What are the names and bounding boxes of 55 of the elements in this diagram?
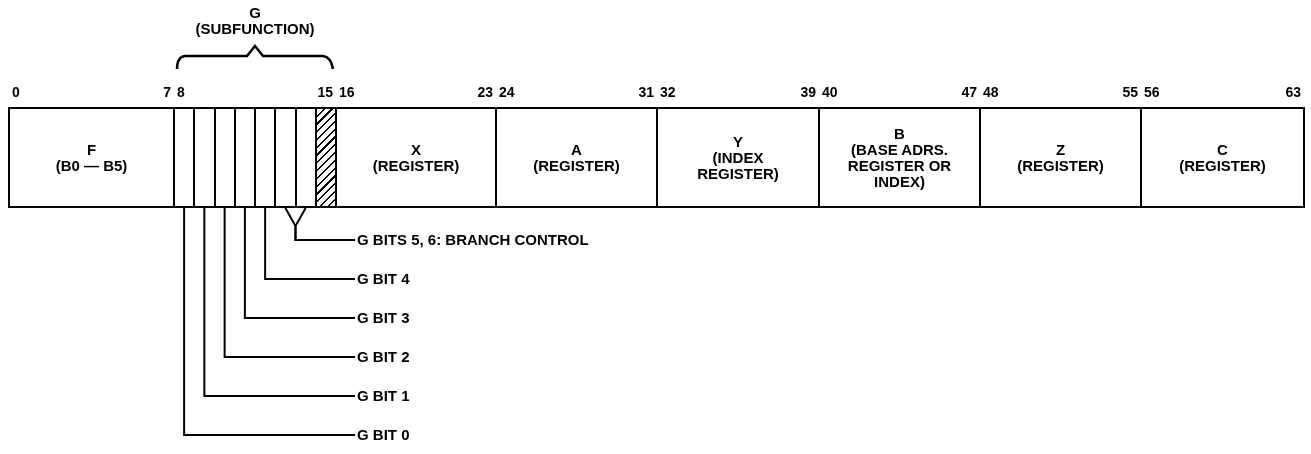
register-field bbox=[1140, 107, 1305, 208]
bit-number: 7 bbox=[163, 84, 171, 100]
bit-number: 15 bbox=[317, 84, 333, 100]
field-description: (BASE ADRS. REGISTER OR INDEX) bbox=[846, 141, 953, 190]
leader-line bbox=[243, 207, 356, 319]
leader-line bbox=[264, 207, 356, 280]
bit-number: 56 bbox=[1144, 84, 1160, 100]
bit-number: 8 bbox=[177, 84, 185, 100]
field-description: (REGISTER) bbox=[533, 157, 620, 174]
leader-line bbox=[203, 207, 356, 397]
field-name: A bbox=[571, 141, 582, 158]
field-description: (REGISTER) bbox=[372, 157, 460, 174]
bit-number: 24 bbox=[499, 84, 515, 100]
bit-number: 47 bbox=[961, 84, 977, 100]
bit-description: G BIT 1 bbox=[357, 387, 410, 405]
bit-description: G BIT 3 bbox=[357, 309, 410, 327]
bit-number: 48 bbox=[983, 84, 999, 100]
bit-cell bbox=[213, 107, 236, 208]
field-heading: G (SUBFUNCTION) bbox=[195, 5, 315, 37]
register-field bbox=[335, 107, 497, 208]
bit-description: G BITS 5, 6: BRANCH CONTROL bbox=[357, 231, 589, 249]
register-field bbox=[979, 107, 1142, 208]
bit-description: G BIT 4 bbox=[357, 270, 410, 288]
field-name: Z bbox=[1055, 141, 1066, 158]
bit-number: 0 bbox=[12, 84, 20, 100]
bit-cell bbox=[274, 107, 297, 208]
field-name: B bbox=[894, 125, 905, 142]
bit-number: 32 bbox=[660, 84, 676, 100]
field-description: (B0 — B5) bbox=[55, 157, 128, 174]
bit-number: 31 bbox=[638, 84, 654, 100]
opcode-field bbox=[8, 107, 175, 208]
field-name: Y bbox=[733, 133, 743, 150]
bit-number: 23 bbox=[477, 84, 493, 100]
register-field bbox=[818, 107, 981, 208]
bit-cell bbox=[193, 107, 216, 208]
bit-number: 63 bbox=[1285, 84, 1301, 100]
bit-description: G BIT 0 bbox=[357, 426, 410, 444]
field-name: X bbox=[411, 141, 421, 158]
register-field bbox=[495, 107, 658, 208]
field-description: (INDEX REGISTER) bbox=[696, 149, 780, 182]
field-name: C bbox=[1217, 141, 1228, 158]
leader-line bbox=[223, 207, 356, 358]
bit-cell bbox=[173, 107, 196, 208]
leader-line bbox=[183, 207, 356, 436]
bit-cell bbox=[254, 107, 277, 208]
bit-description: G BIT 2 bbox=[357, 348, 410, 366]
field-description: (REGISTER) bbox=[1179, 157, 1266, 174]
bit-number: 55 bbox=[1122, 84, 1138, 100]
bit-cell bbox=[294, 107, 317, 208]
register-field bbox=[656, 107, 820, 208]
bit-number: 39 bbox=[800, 84, 816, 100]
bit-number: 40 bbox=[822, 84, 838, 100]
field-description: (REGISTER) bbox=[1017, 157, 1104, 174]
field-name: F bbox=[86, 141, 97, 158]
bit-number: 16 bbox=[339, 84, 355, 100]
